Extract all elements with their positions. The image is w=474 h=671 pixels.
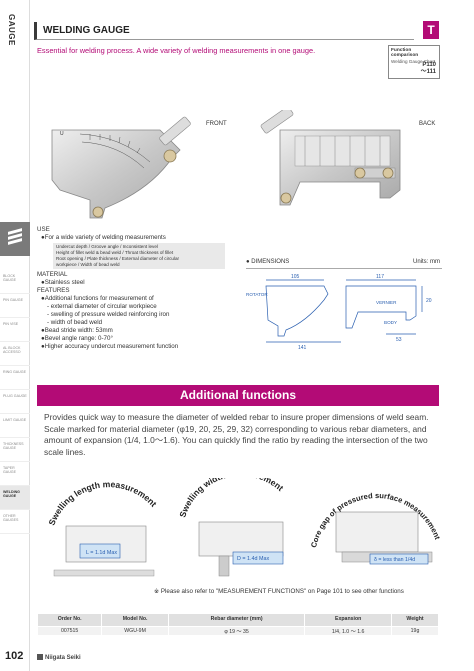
core-gap-diagram: Core gap of pressured surface measuremen… [309, 491, 442, 565]
additional-functions-heading: Additional functions [180, 388, 296, 402]
dim-53: 53 [396, 337, 402, 343]
col-order-no: Order No. [36, 613, 103, 627]
brand-logo: Niigata Seiki [37, 654, 81, 661]
sidebar-section-label: GAUGE [7, 14, 16, 46]
cell-model-no: WGU-9M [101, 626, 169, 636]
use-notes: Undercut depth / Groove angle / Inconsis… [53, 243, 225, 269]
cell-order-no: 007515 [36, 626, 103, 636]
dim-117: 117 [376, 274, 384, 280]
measurement-functions-note: ※ Please also refer to "MEASUREMENT FUNC… [154, 588, 404, 595]
function-comparison-box[interactable]: Function comparison Welding Gauge Chart … [388, 45, 440, 79]
sidebar-item-thickness-gauge[interactable]: THICKNESS GAUGE [0, 438, 30, 462]
dimensions-drawing: ROTATOR VERNIER BODY 105 141 117 53 20 [246, 274, 432, 350]
diagram-title-swelling-width: Swelling width measurement [177, 478, 285, 519]
additional-functions-banner: Additional functions [37, 385, 439, 406]
core-gap-label: δ = less than 1/4d [374, 557, 415, 563]
back-gauge-photo [260, 110, 401, 206]
cell-expansion: 1/4, 1.0 ～ 1.6 [304, 626, 392, 636]
title-bar: WELDING GAUGE [34, 22, 414, 40]
feature-item: ●Higher accuracy undercut measurement fu… [41, 343, 179, 350]
col-expansion: Expansion [304, 613, 392, 627]
swelling-width-label: D = 1.4d Max [237, 556, 270, 562]
diagram-title-swelling-length: Swelling length measurement [47, 479, 159, 527]
function-comparison-pages: P110 ～111 [420, 62, 436, 75]
sidebar-item-block-accessories[interactable]: AL BLOCK ACCESSO [0, 342, 30, 366]
dim-20: 20 [426, 298, 432, 304]
dim-body-label: BODY [384, 320, 397, 325]
gauge-blocks-icon [8, 228, 22, 248]
table-header-row: Order No. Model No. Rebar diameter (mm) … [36, 613, 439, 627]
material-value: ●Stainless steel [41, 279, 85, 286]
use-main: ●For a wide variety of welding measureme… [41, 234, 166, 241]
front-label: FRONT [206, 121, 227, 127]
page-title: WELDING GAUGE [43, 25, 130, 36]
page-number: 102 [5, 650, 24, 662]
swelling-length-diagram: Swelling length measurement L = 1.1d Max [47, 479, 159, 577]
additional-paragraph-1: Provides quick way to measure the diamet… [44, 412, 429, 422]
swelling-length-label: L = 1.1d Max [86, 550, 117, 556]
material-heading: MATERIAL [37, 271, 68, 278]
sidebar-category-tab[interactable] [0, 222, 30, 256]
svg-text:U: U [60, 131, 64, 137]
page-subtitle: Essential for welding process. A wide va… [37, 46, 316, 55]
dimensions-units: Units: mm [413, 259, 440, 265]
function-comparison-heading: Function comparison [391, 48, 419, 58]
feature-item: ●Additional functions for measurement of [41, 295, 154, 302]
table-row: 007515 WGU-9M φ 19 ～ 35 1/4, 1.0 ～ 1.6 1… [36, 626, 439, 636]
sidebar-item-pin-vise[interactable]: PIN VISE [0, 318, 30, 342]
dimensions-header: ● DIMENSIONS Units: mm [246, 259, 442, 269]
additional-functions-description: Provides quick way to measure the diamet… [44, 412, 436, 459]
dim-rotator-label: ROTATOR [246, 292, 268, 297]
dim-105: 105 [291, 274, 300, 280]
swelling-width-diagram: Swelling width measurement D = 1.4d Max [177, 478, 286, 577]
col-model-no: Model No. [101, 613, 169, 627]
dim-vernier-label: VERNIER [376, 300, 397, 305]
cell-rebar-diameter: φ 19 ～ 35 [167, 626, 306, 636]
use-heading: USE [37, 226, 50, 233]
feature-item: ●Bead stride width: 53mm [41, 327, 113, 334]
feature-item: - swelling of pressure welded reinforcin… [47, 311, 170, 318]
spec-table: Order No. Model No. Rebar diameter (mm) … [36, 613, 439, 636]
brand-mark-icon [37, 654, 43, 660]
feature-item: - width of bead weld [47, 319, 103, 326]
feature-item: ●Bevel angle range: 0-70° [41, 335, 113, 342]
sidebar-item-taper-gauge[interactable]: TAPER GAUGE [0, 462, 30, 486]
feature-item: - external diameter of circular workpiec… [47, 303, 157, 310]
sidebar-item-ring-gauge[interactable]: RING GAUGE [0, 366, 30, 390]
back-label: BACK [419, 121, 436, 127]
sidebar: GAUGE BLOCK GAUGE PIN GAUGE PIN VISE AL … [0, 0, 30, 671]
svg-text:Swelling length measurement: Swelling length measurement [47, 479, 159, 527]
sidebar-item-welding-gauge[interactable]: WELDING GAUGE [0, 486, 30, 510]
dim-141: 141 [298, 345, 307, 350]
sidebar-item-block-gauge[interactable]: BLOCK GAUGE [0, 270, 30, 294]
col-weight: Weight [391, 613, 439, 627]
product-specs: USE ●For a wide variety of welding measu… [37, 226, 237, 351]
dimensions-heading: ● DIMENSIONS [246, 259, 290, 265]
col-rebar-diameter: Rebar diameter (mm) [167, 613, 306, 627]
features-heading: FEATURES [37, 287, 70, 294]
sidebar-item-plug-gauge[interactable]: PLUG GAUGE [0, 390, 30, 414]
section-badge: T [423, 21, 439, 39]
front-gauge-photo: U [51, 116, 191, 219]
additional-paragraph-2: Scale marked for material diameter (φ19,… [44, 424, 428, 457]
sidebar-item-limit-gauge[interactable]: LIMIT GAUGE [0, 414, 30, 438]
svg-text:Swelling width measurement: Swelling width measurement [177, 478, 285, 519]
function-comparison-sub: Welding Gauge Chart [391, 59, 436, 64]
sidebar-item-pin-gauge[interactable]: PIN GAUGE [0, 294, 30, 318]
sidebar-index: BLOCK GAUGE PIN GAUGE PIN VISE AL BLOCK … [0, 270, 30, 534]
cell-weight: 19g [391, 626, 439, 636]
sidebar-item-other-gauges[interactable]: OTHER GAUGES [0, 510, 30, 534]
